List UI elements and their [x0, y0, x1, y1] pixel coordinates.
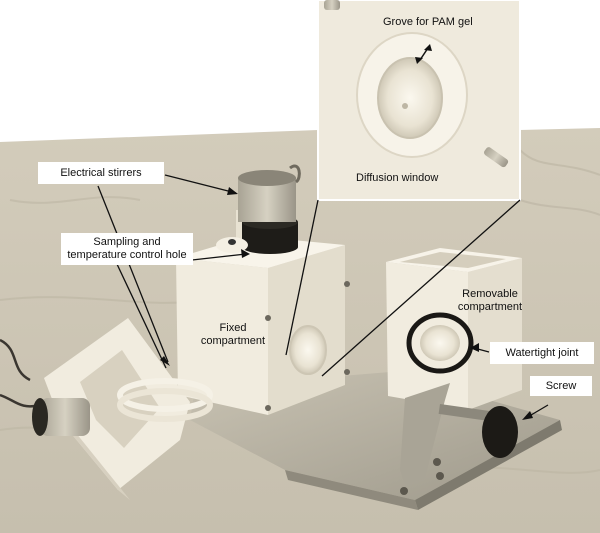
label-removable-line2: compartment — [457, 301, 523, 313]
label-removable-compartment: Removable compartment — [450, 288, 530, 314]
label-fixed-line2: compartment — [200, 335, 266, 347]
label-screw: Screw — [530, 376, 592, 396]
label-diffusion-window: Diffusion window — [356, 172, 439, 184]
removable-compartment — [386, 248, 522, 410]
stirrer-assembly — [32, 318, 213, 500]
inset-photo — [317, 0, 521, 201]
label-fixed-compartment: Fixed compartment — [196, 322, 270, 348]
label-removable-line1: Removable — [462, 288, 518, 300]
label-sampling-line1: Sampling and — [93, 236, 161, 248]
label-grove-pam-gel: Grove for PAM gel — [383, 16, 473, 28]
label-electrical-stirrers: Electrical stirrers — [38, 162, 164, 184]
label-fixed-line1: Fixed — [219, 322, 247, 334]
stirrer-motor — [216, 164, 301, 254]
label-watertight-joint: Watertight joint — [490, 342, 594, 364]
label-sampling-line2: temperature control hole — [67, 249, 187, 261]
callout-arrowheads — [160, 187, 533, 420]
label-sampling-hole: Sampling and temperature control hole — [61, 233, 193, 265]
clamp-screw — [400, 383, 518, 495]
